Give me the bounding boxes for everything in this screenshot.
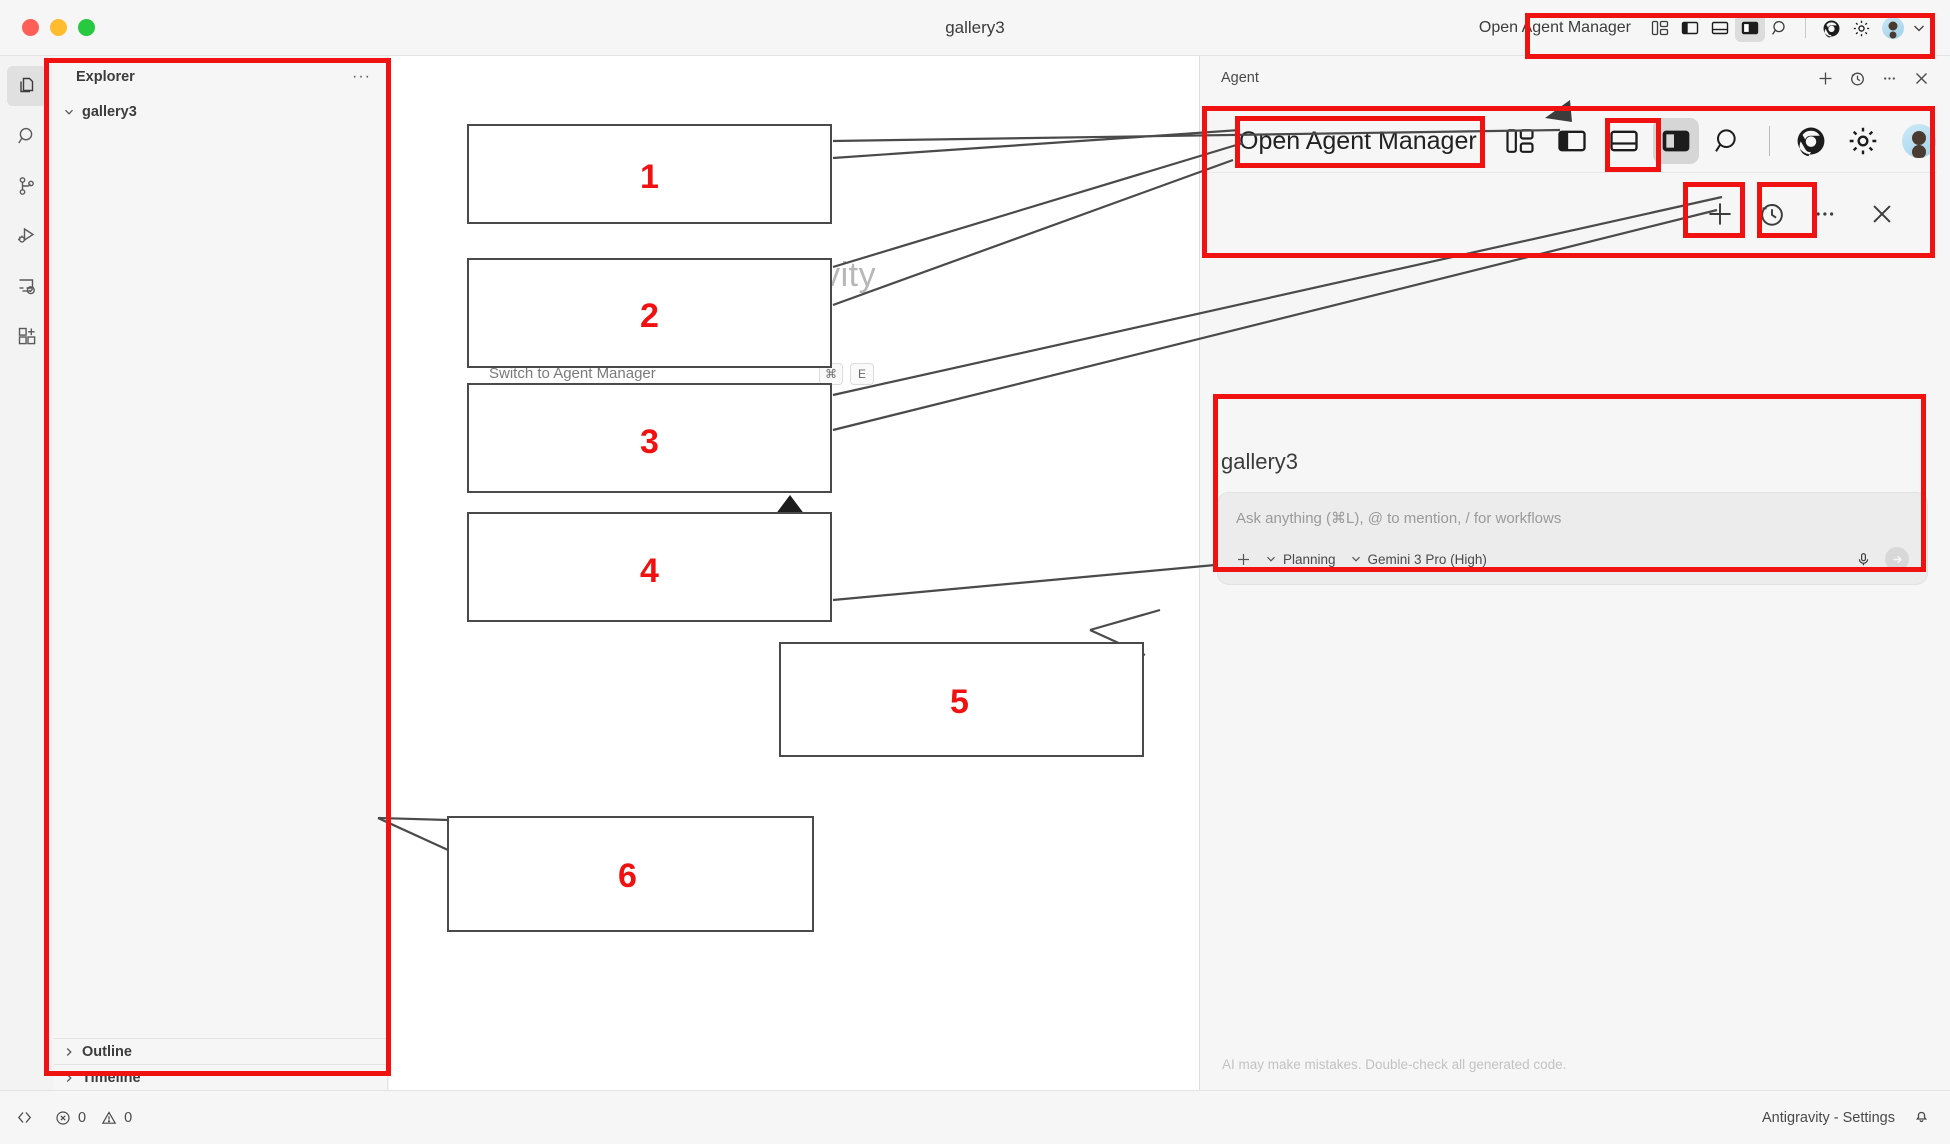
section-label: Outline [82,1043,132,1060]
chevron-down-icon[interactable] [1904,14,1934,42]
inset-icon-group [1497,118,1950,164]
explorer-bottom-sections: Outline Timeline [54,1038,387,1090]
section-outline[interactable]: Outline [54,1038,387,1064]
more-actions-icon[interactable] [1881,70,1898,87]
keybinding-row[interactable]: Edit code inline [489,419,1199,448]
chat-composer[interactable]: Ask anything (⌘L), @ to mention, / for w… [1217,492,1928,585]
browser-icon[interactable] [1788,118,1834,164]
chevron-down-icon[interactable] [1942,118,1950,164]
history-icon[interactable] [1849,70,1866,87]
sidebar-item-run-and-debug[interactable] [7,216,47,256]
explorer-title: Explorer [76,69,135,85]
welcome-title: Antigravity [711,256,877,294]
mode-label: Planning [1283,551,1336,567]
new-conversation-icon[interactable] [1817,70,1834,87]
title-bar-right-actions: Open Agent Manager [1479,0,1934,56]
model-selector[interactable]: Gemini 3 Pro (High) [1350,552,1487,567]
welcome-screen: Antigravity Switch to Agent Manager ⌘ E … [389,256,1199,449]
explorer-header: Explorer ··· [54,56,387,98]
status-bar-right: Antigravity - Settings [1762,1107,1930,1128]
key-cmd: ⌘ [819,362,843,385]
gear-icon[interactable] [1846,14,1876,42]
keybinding-list: Switch to Agent Manager ⌘ E Code with Ag… [389,359,1199,448]
open-agent-manager-label[interactable]: Open Agent Manager [1478,19,1631,36]
keybinding-label: Edit code inline [489,425,591,442]
agent-panel-actions [1817,70,1930,87]
toggle-primary-sidebar-icon[interactable] [1549,118,1595,164]
model-label: Gemini 3 Pro (High) [1367,551,1487,567]
add-attachment-button[interactable] [1236,552,1251,567]
send-button[interactable] [1885,547,1909,571]
editor-area: Antigravity Switch to Agent Manager ⌘ E … [389,56,1199,1090]
chevron-right-icon [62,1072,76,1084]
error-count: 0 [78,1109,87,1126]
inset-open-agent-manager-label[interactable]: Open Agent Manager [1239,126,1477,155]
chat-block: gallery3 Ask anything (⌘L), @ to mention… [1217,449,1928,585]
key-e: E [850,362,874,385]
chat-input[interactable]: Ask anything (⌘L), @ to mention, / for w… [1236,510,1562,527]
status-bar: 0 0 Antigravity - Settings [0,1090,1950,1144]
agent-panel-header: Agent [1200,56,1950,100]
mode-selector[interactable]: Planning [1265,552,1336,567]
magnified-agent-actions-inset [1207,174,1937,258]
browser-icon[interactable] [1816,14,1846,42]
search-icon[interactable] [1765,14,1795,42]
section-label: Timeline [82,1069,141,1086]
explorer-more-actions-icon[interactable]: ··· [352,68,371,85]
gear-icon[interactable] [1840,118,1886,164]
layout-panel-icon[interactable] [1645,14,1675,42]
layout-panel-icon[interactable] [1497,118,1543,164]
new-conversation-icon[interactable] [1705,199,1735,234]
close-window-button[interactable] [22,19,39,36]
search-icon[interactable] [1705,118,1751,164]
activity-bar [0,56,54,1090]
close-icon[interactable] [1867,199,1897,234]
sidebar-item-extensions[interactable] [7,316,47,356]
chat-heading: gallery3 [1221,449,1299,474]
remote-window-button[interactable] [16,1109,33,1126]
microphone-icon[interactable] [1856,552,1871,567]
bell-icon[interactable] [1913,1107,1930,1128]
chevron-down-icon [62,106,76,118]
status-bar-left: 0 0 [16,1109,132,1126]
toolbar-divider [1805,18,1806,38]
traffic-lights [22,19,95,36]
tree-item-label: gallery3 [82,104,137,120]
more-actions-icon[interactable] [1809,199,1839,234]
history-icon[interactable] [1757,199,1787,234]
keybinding-label: Code with Agent [489,395,599,412]
composer-toolbar: Planning Gemini 3 Pro (High) [1236,547,1909,571]
agent-panel-footer-note: AI may make mistakes. Double-check all g… [1222,1057,1567,1072]
toggle-secondary-sidebar-icon[interactable] [1735,14,1765,42]
magnified-titlebar-inset: Open Agent Manager [1207,110,1937,173]
explorer-sidebar: Explorer ··· gallery3 Outline Timeline [54,56,388,1090]
tree-item-gallery3[interactable]: gallery3 [54,98,387,126]
keybinding-row[interactable]: Code with Agent [489,389,1199,418]
keybinding-keys: ⌘ E [819,362,874,385]
problems-status[interactable]: 0 0 [55,1110,132,1126]
toggle-primary-sidebar-icon[interactable] [1675,14,1705,42]
avatar[interactable] [1882,17,1904,39]
toggle-secondary-sidebar-icon[interactable] [1652,118,1699,164]
sidebar-item-source-control[interactable] [7,166,47,206]
warning-count: 0 [124,1109,133,1126]
zoom-window-button[interactable] [78,19,95,36]
close-icon[interactable] [1913,70,1930,87]
toggle-panel-icon[interactable] [1705,14,1735,42]
sidebar-item-search[interactable] [7,116,47,156]
agent-panel-title: Agent [1221,70,1259,86]
minimize-window-button[interactable] [50,19,67,36]
settings-status-label[interactable]: Antigravity - Settings [1762,1109,1895,1126]
section-timeline[interactable]: Timeline [54,1064,387,1090]
keybinding-label: Switch to Agent Manager [489,365,656,382]
sidebar-item-explorer[interactable] [7,66,47,106]
chevron-right-icon [62,1046,76,1058]
avatar[interactable] [1901,124,1936,158]
keybinding-row[interactable]: Switch to Agent Manager ⌘ E [489,359,1199,388]
inset-divider [1768,126,1770,156]
sidebar-item-remote-explorer[interactable] [7,266,47,306]
title-bar: gallery3 Open Agent Manager [0,0,1950,56]
toggle-panel-icon[interactable] [1601,118,1647,164]
